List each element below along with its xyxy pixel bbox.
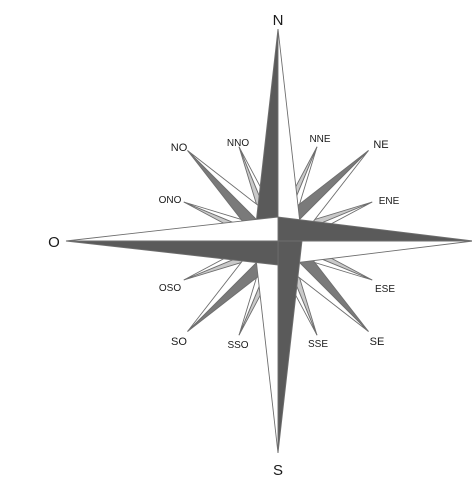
label-south-southeast: SSE (308, 339, 328, 350)
label-north-northwest: NNO (227, 138, 249, 149)
label-west-northwest: ONO (159, 195, 182, 206)
label-southwest: SO (171, 336, 187, 348)
east-point-left-facet (277, 216, 472, 242)
north-point-right-facet (277, 28, 303, 242)
north-point-left-facet (253, 28, 279, 242)
label-north: N (273, 12, 284, 29)
label-northwest: NO (171, 142, 188, 154)
label-west-southwest: OSO (159, 283, 181, 294)
south-point-left-facet (277, 240, 303, 454)
label-southeast: SE (370, 336, 385, 348)
label-east-northeast: ENE (379, 196, 400, 207)
label-south-southwest: SSO (227, 340, 248, 351)
label-northeast: NE (373, 139, 388, 151)
label-east-southeast: ESE (375, 284, 395, 295)
cardinal-points (65, 28, 472, 454)
south-point-right-facet (253, 240, 279, 454)
east-point-right-facet (277, 240, 472, 266)
west-point-right-facet (65, 216, 279, 242)
west-point-left-facet (65, 240, 279, 266)
label-west: O (48, 234, 60, 251)
label-north-northeast: NNE (309, 134, 330, 145)
label-south: S (273, 462, 283, 479)
